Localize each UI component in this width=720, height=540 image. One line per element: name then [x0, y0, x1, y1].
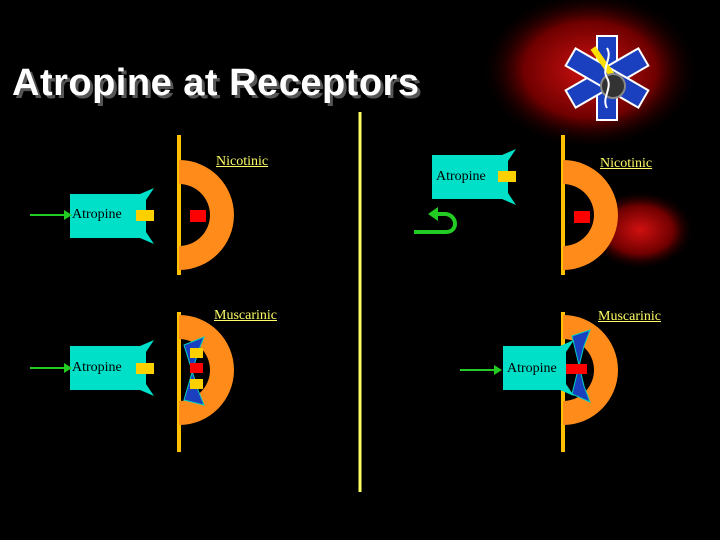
- right-atropine-bottom-molecule: [503, 340, 574, 396]
- left-muscarinic-label: Muscarinic: [214, 308, 277, 323]
- left-muscarinic-receptor: [179, 315, 234, 425]
- star-of-life-icon: [564, 35, 650, 121]
- right-arrow-bottom: [460, 365, 502, 375]
- left-nicotinic-label: Nicotinic: [216, 154, 269, 169]
- right-atropine-top-label: Atropine: [436, 169, 486, 184]
- page-title: Atropine at Receptors: [12, 62, 420, 104]
- left-muscarinic-site-1: [190, 348, 203, 358]
- right-muscarinic-receptor: [563, 315, 618, 425]
- left-arrow-top: [30, 210, 72, 220]
- left-nicotinic-receptor: [179, 160, 234, 270]
- left-atropine-top-label: Atropine: [72, 207, 122, 222]
- right-muscarinic-label: Muscarinic: [598, 309, 661, 324]
- right-nicotinic-site: [574, 211, 590, 223]
- left-atropine-bottom-label: Atropine: [72, 360, 122, 375]
- right-muscarinic-site: [573, 364, 587, 374]
- left-arrow-bottom: [30, 363, 72, 373]
- left-muscarinic-site-2: [190, 363, 203, 373]
- right-nicotinic-label: Nicotinic: [600, 156, 653, 171]
- left-atropine-bottom-molecule: [70, 340, 154, 396]
- decorative-glow: [480, 0, 700, 270]
- left-nicotinic-site: [190, 210, 206, 222]
- right-nicotinic-receptor: [563, 160, 618, 270]
- right-atropine-top-molecule: [432, 149, 516, 205]
- right-return-arrow: [414, 207, 457, 234]
- left-muscarinic-site-3: [190, 379, 203, 389]
- left-atropine-top-molecule: [70, 188, 154, 244]
- left-muscarinic-flaps: [183, 336, 205, 406]
- right-atropine-bottom-label: Atropine: [507, 361, 557, 376]
